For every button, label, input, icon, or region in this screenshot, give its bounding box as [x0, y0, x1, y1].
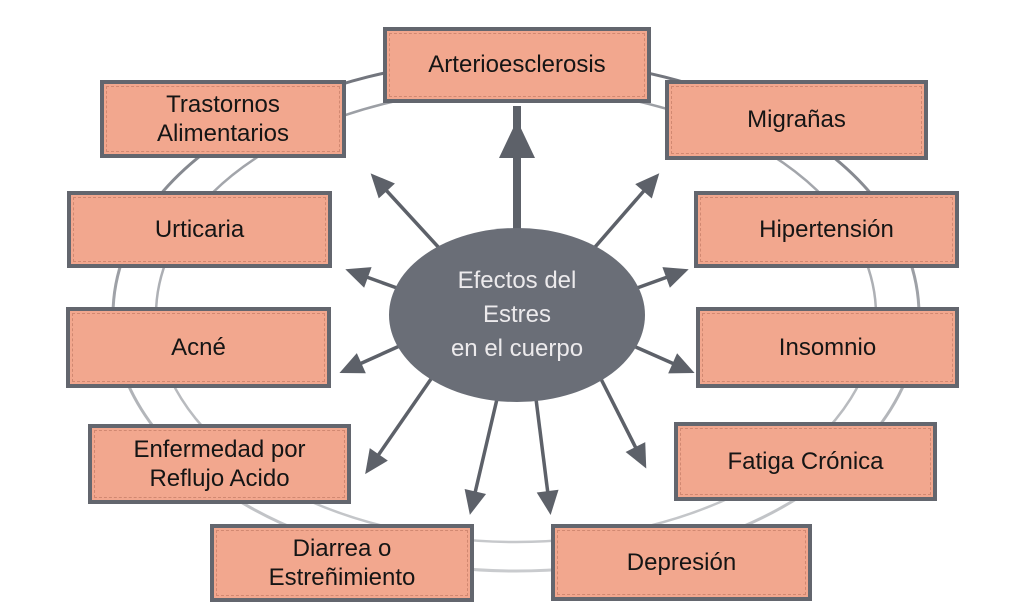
node-label: Diarrea o [292, 534, 392, 562]
node-label: Alimentarios [156, 120, 290, 147]
spoke-urticaria-arrow [345, 267, 398, 290]
node-hipertension: Hipertensión [694, 191, 959, 268]
center-node-line: en el cuerpo [450, 335, 584, 362]
node-label: Insomnio [778, 333, 877, 361]
node-fatiga-cronica: Fatiga Crónica [674, 422, 937, 501]
node-acne: Acné [66, 307, 331, 388]
node-label: Urticaria [154, 215, 245, 243]
spoke-acne-arrow [339, 342, 405, 374]
spoke-insomnio-arrow [628, 342, 695, 374]
node-insomnio: Insomnio [696, 307, 959, 388]
node-migranas: Migrañas [665, 80, 928, 160]
spokes [339, 106, 695, 515]
node-label: Estreñimiento [268, 564, 416, 591]
spoke-depresion-arrow [534, 398, 559, 515]
node-urticaria: Urticaria [67, 191, 332, 268]
node-label: Enfermedad por [133, 435, 306, 463]
center-node-line: Efectos del [457, 267, 577, 294]
spoke-diarrea-arrow [464, 398, 499, 515]
node-label: Depresión [626, 548, 737, 576]
node-depresion: Depresión [551, 524, 812, 601]
node-label: Migrañas [747, 106, 846, 134]
node-label: Reflujo Acido [149, 465, 290, 492]
node-label: Arterioesclerosis [428, 51, 606, 79]
node-label: Fatiga Crónica [727, 447, 884, 475]
spoke-hipertension-arrow [636, 267, 689, 290]
node-label: Trastornos [166, 90, 280, 118]
node-diarrea-estrenimiento: Diarrea o Estreñimiento [210, 524, 474, 602]
spoke-fatiga-arrow [599, 378, 647, 469]
node-arterioesclerosis: Arterioesclerosis [383, 27, 651, 103]
center-node: Efectos del Estres en el cuerpo [389, 228, 645, 402]
node-label: Hipertensión [759, 215, 894, 243]
node-trastornos-alimentarios: Trastornos Alimentarios [100, 80, 346, 158]
spoke-enfermedad-arrow [365, 378, 433, 475]
node-enfermedad-reflujo: Enfermedad por Reflujo Acido [88, 424, 351, 504]
node-label: Acné [171, 333, 226, 361]
center-node-line: Estres [482, 301, 551, 328]
spoke-arterioesclerosis-head [499, 120, 535, 158]
